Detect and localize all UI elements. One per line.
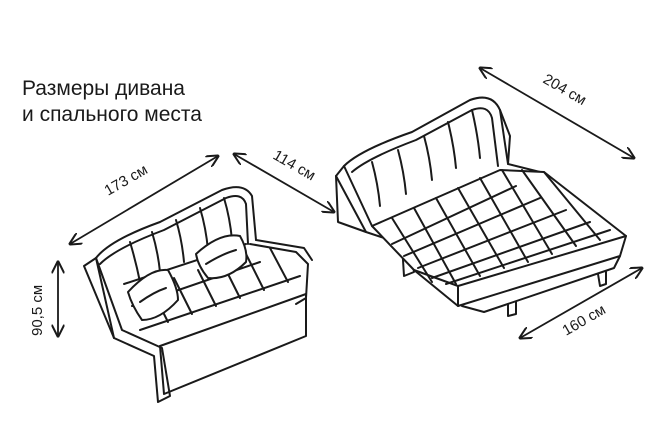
bed-length-label: 204 см: [540, 71, 589, 109]
bed-width-arrow: [520, 268, 642, 338]
dimension-lines: [58, 68, 642, 338]
diagram-title: Размеры дивана и спального места: [22, 76, 202, 128]
bed-length-arrow: [480, 68, 634, 158]
sofa-height-label: 90,5 см: [29, 285, 46, 336]
unfolded-bed-illustration: [335, 96, 627, 317]
folded-sofa-illustration: [83, 186, 313, 403]
bed-width-label: 160 см: [560, 301, 609, 339]
sofa-width-label: 173 см: [102, 161, 151, 199]
sofa-depth-arrow: [234, 154, 334, 212]
title-line-1: Размеры дивана: [22, 77, 185, 100]
sofa-width-arrow: [70, 156, 218, 244]
title-line-2: и спального места: [22, 103, 202, 126]
